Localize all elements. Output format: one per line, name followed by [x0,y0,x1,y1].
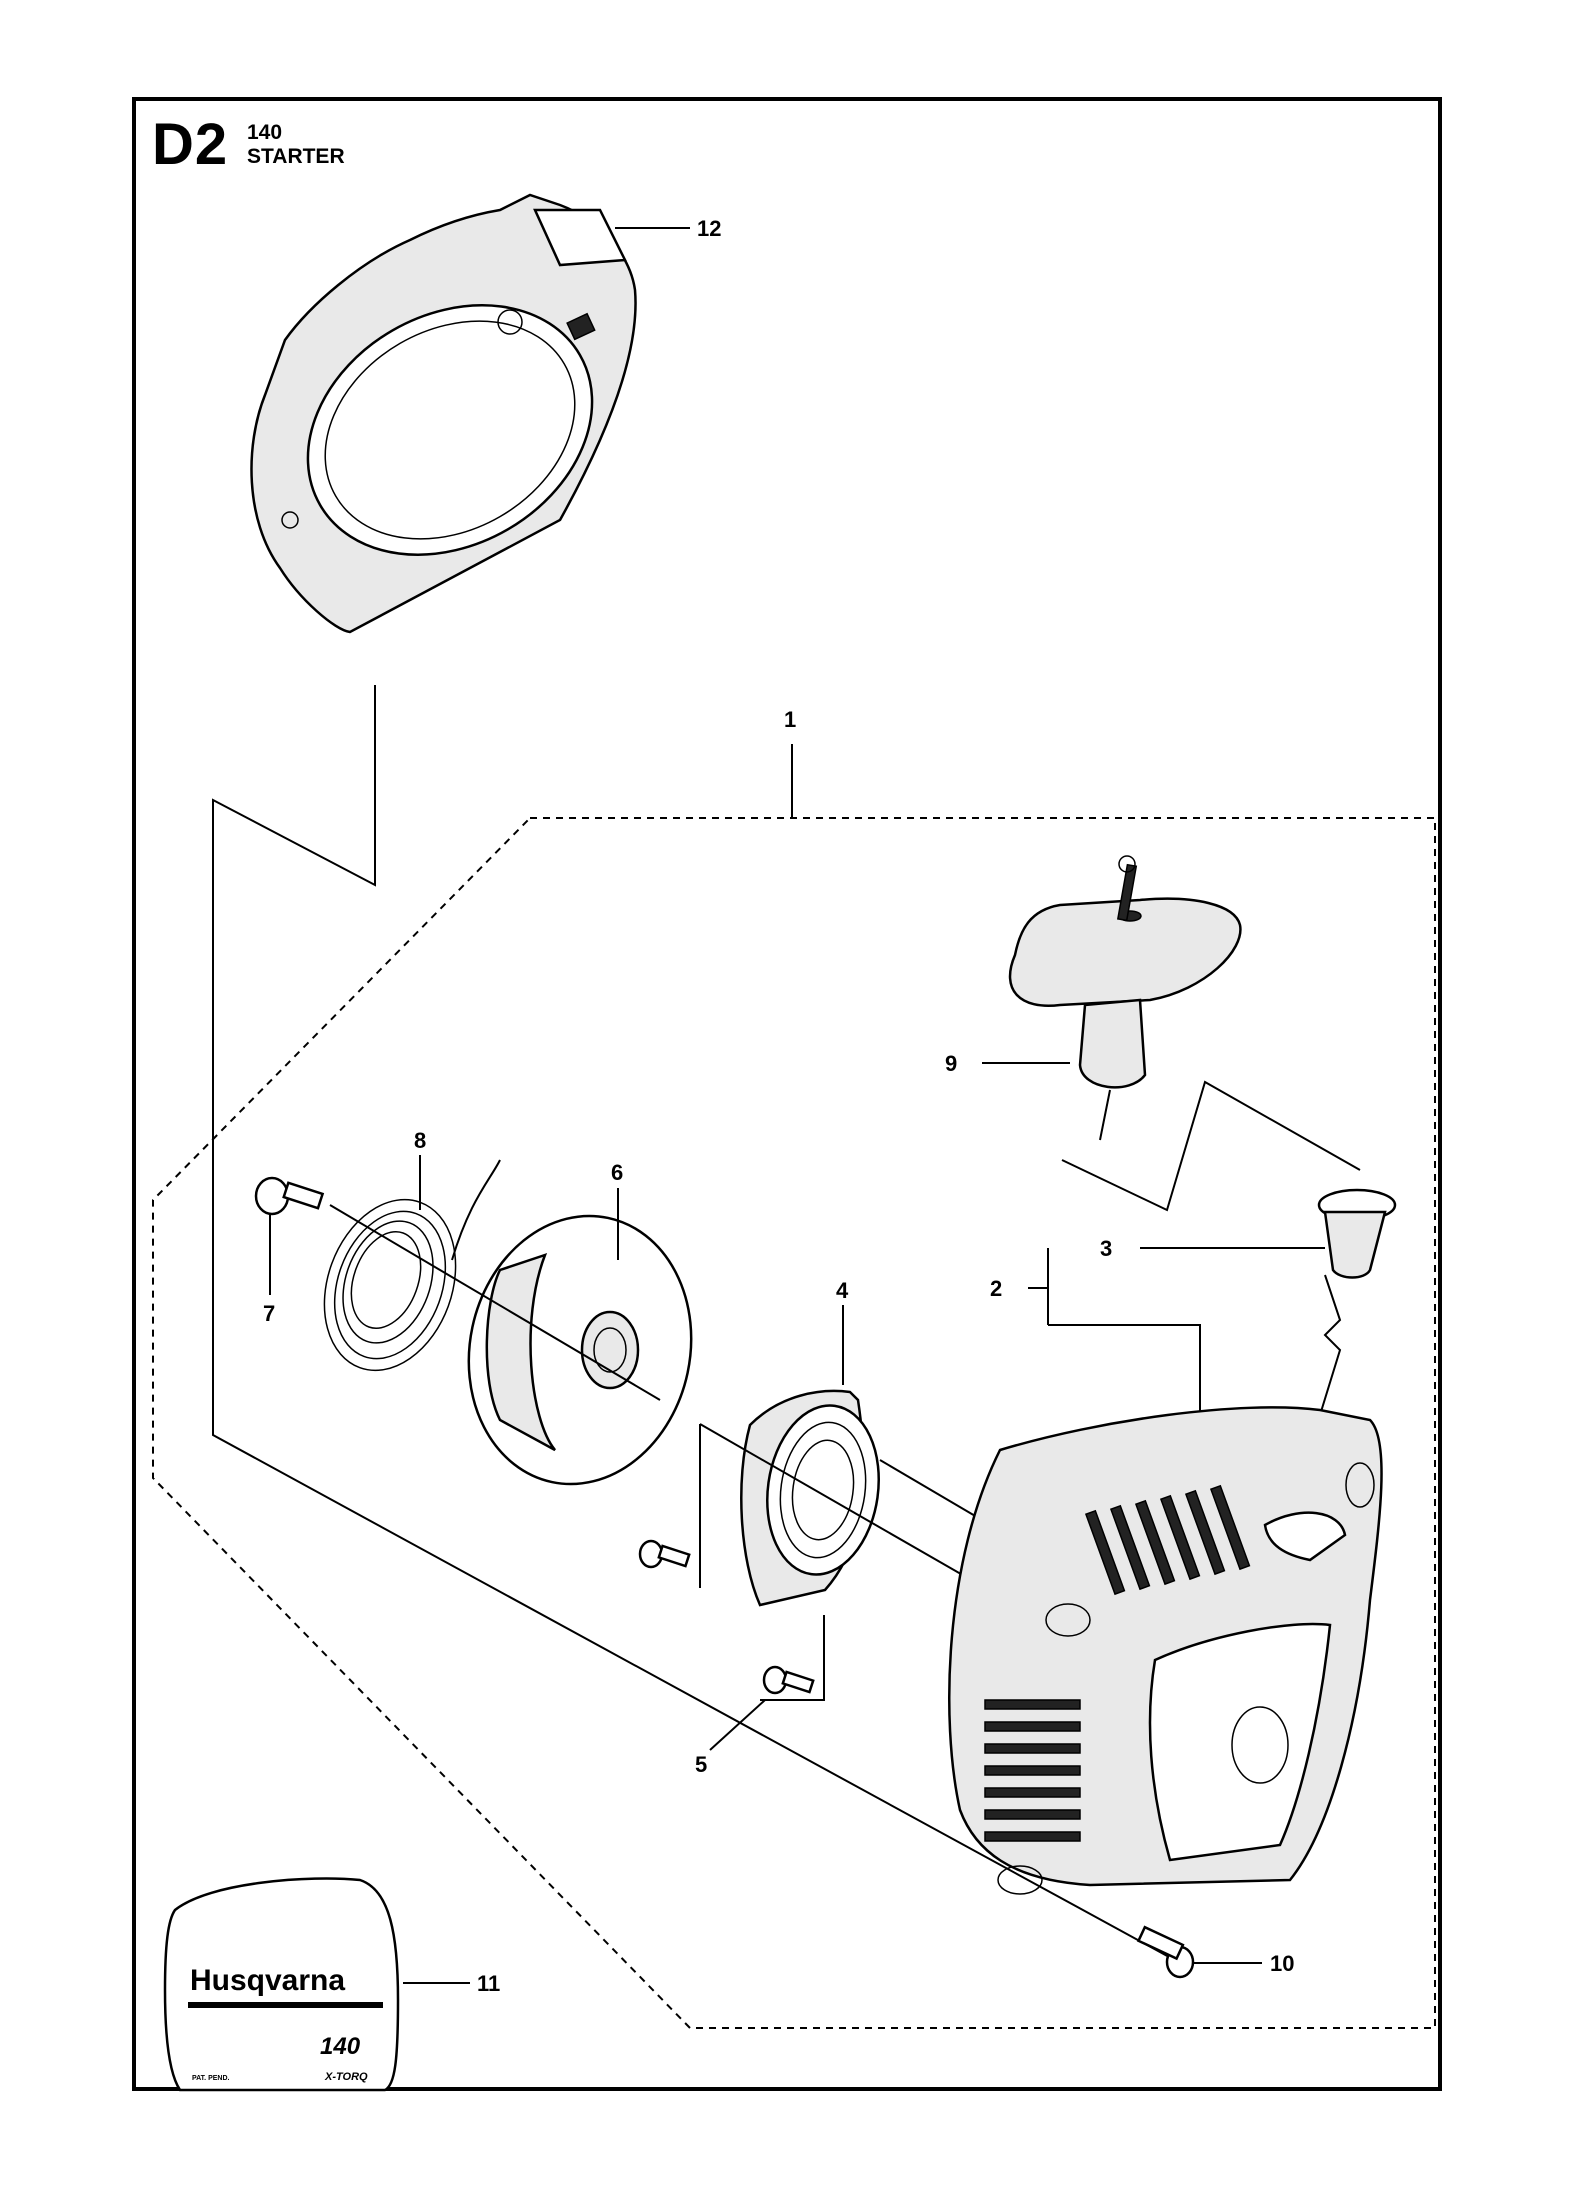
callout-2: 2 [990,1276,1002,1301]
callout-5: 5 [695,1752,707,1777]
section-code: D2 [152,112,229,177]
leader-rope-path [1061,1080,1361,1212]
callout-9: 9 [945,1051,957,1076]
callout-3: 3 [1100,1236,1112,1261]
leader-bushing-down [1299,1274,1342,1481]
decal-part [163,1877,400,2092]
leader-housing-to-cover [212,685,1181,1964]
decal-model: 140 [320,2033,361,2060]
recoil-spring-cassette-part [740,1389,880,1607]
cover-screw-part [1136,1925,1195,1979]
rope-pulley-part [467,1214,693,1486]
cassette-screw-part [638,1539,815,1695]
axis-line-center [329,1204,661,1401]
starter-cover-part [948,1406,1383,1895]
callout-8: 8 [414,1128,426,1153]
callout-6: 6 [611,1160,623,1185]
starter-handle-part [1008,855,1242,1141]
leader-2 [1048,1324,1201,1440]
callout-12: 12 [697,216,721,241]
callout-4: 4 [836,1278,849,1303]
fan-housing-part [250,193,637,634]
decal-small-left: PAT. PEND. [192,2075,230,2082]
callout-11: 11 [477,1971,500,1996]
callout-1: 1 [784,707,796,732]
page-border [132,97,1442,2091]
decal-brand: Husqvarna [190,1964,345,1997]
leader-5 [709,1699,766,1751]
center-screw-part [254,1176,325,1216]
model-number: 140 [247,121,283,144]
decal-small-right: X-TORQ [324,2071,368,2083]
callout-7: 7 [263,1301,275,1326]
rope-guide-part [1317,1188,1397,1279]
section-title: STARTER [247,145,345,168]
assembly-dashed-outline [152,817,1436,2029]
callout-10: 10 [1270,1951,1294,1976]
leader-screw-lower [760,1615,825,1701]
cover-vent-slots [984,1484,1251,1842]
